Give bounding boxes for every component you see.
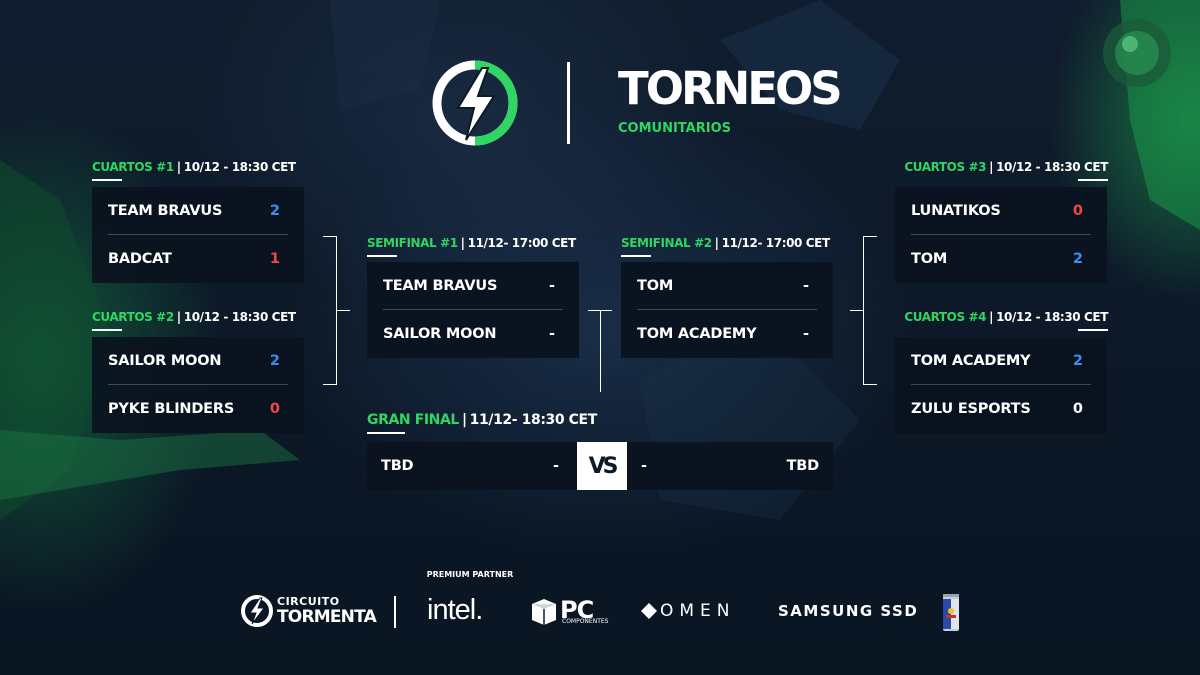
brand-subtitle: COMUNITARIOS [618, 121, 731, 136]
vs-badge: VS [577, 442, 627, 490]
team-score: 1 [269, 251, 280, 267]
team-row: PYKE BLINDERS 0 [92, 385, 304, 433]
team-row: TOM ACADEMY 2 [895, 337, 1107, 385]
connector-left-mid [336, 310, 350, 311]
omen-logo: OMEN [660, 601, 736, 621]
team-name: TOM [911, 251, 948, 267]
connector-left-top [323, 236, 337, 237]
quarterfinal-1-box: TEAM BRAVUS 2 BADCAT 1 [92, 187, 304, 283]
semifinal-1-box: TEAM BRAVUS - SAILOR MOON - [367, 262, 579, 358]
stage-label: CUARTOS #1 [92, 160, 174, 174]
footer-divider [394, 596, 396, 628]
final-right-box: - TBD [627, 442, 833, 490]
team-name: TOM ACADEMY [911, 353, 1031, 369]
circuito-tormenta-logo-icon [241, 595, 273, 627]
connector-right-bottom [863, 384, 877, 385]
team-score: - [802, 278, 809, 294]
team-row: TOM 2 [895, 235, 1107, 283]
team-row: TEAM BRAVUS - [367, 262, 579, 310]
team-name: LUNATIKOS [911, 203, 1001, 219]
quarterfinal-4-box: TOM ACADEMY 2 ZULU ESPORTS 0 [895, 337, 1107, 433]
team-row: ZULU ESPORTS 0 [895, 385, 1107, 433]
connector-right-mid [850, 310, 864, 311]
team-name: TOM [637, 278, 674, 294]
energy-drink-can-icon [943, 594, 959, 631]
stage-label: GRAN FINAL [367, 412, 459, 428]
quarterfinal-1-header: CUARTOS #1|10/12 - 18:30 CET [92, 160, 296, 181]
stage-label: CUARTOS #3 [904, 160, 987, 174]
team-score: 0 [269, 401, 280, 417]
team-name: SAILOR MOON [383, 326, 497, 342]
match-date: 10/12 - 18:30 CET [183, 310, 296, 324]
lightning-logo-icon [432, 60, 518, 146]
stage-label: SEMIFINAL #1 [367, 236, 458, 250]
team-row: LUNATIKOS 0 [895, 187, 1107, 235]
final-left-team: TBD [381, 458, 414, 474]
quarterfinal-4-header: CUARTOS #4|10/12 - 18:30 CET [904, 310, 1108, 331]
quarterfinal-3-header: CUARTOS #3|10/12 - 18:30 CET [904, 160, 1108, 181]
team-row: SAILOR MOON 2 [92, 337, 304, 385]
final-header: GRAN FINAL|11/12- 18:30 CET [367, 412, 598, 434]
brand-title: TORNEOS [618, 62, 843, 115]
tormenta-label: TORMENTA [277, 607, 377, 627]
connector-left-bottom [323, 384, 337, 385]
sphere-icon [1103, 19, 1171, 87]
partner-label: PREMIUM PARTNER [426, 570, 514, 579]
circuito-label: CIRCUITO [277, 595, 340, 608]
team-row: BADCAT 1 [92, 235, 304, 283]
connector-right-top [863, 236, 877, 237]
team-score: - [548, 326, 555, 342]
quarterfinal-3-box: LUNATIKOS 0 TOM 2 [895, 187, 1107, 283]
semifinal-2-box: TOM - TOM ACADEMY - [621, 262, 833, 358]
pc-componentes-box-icon [532, 599, 556, 625]
team-name: TEAM BRAVUS [108, 203, 223, 219]
semifinal-1-header: SEMIFINAL #1|11/12- 17:00 CET [367, 236, 577, 257]
samsung-ssd-logo: SAMSUNG SSD [778, 602, 919, 620]
team-score: 2 [269, 353, 280, 369]
connector-center-vertical [600, 310, 601, 392]
team-name: TOM ACADEMY [637, 326, 757, 342]
team-row: SAILOR MOON - [367, 310, 579, 358]
stage-label: CUARTOS #4 [904, 310, 987, 324]
match-date: 11/12- 17:00 CET [721, 236, 831, 250]
match-date: 11/12- 18:30 CET [469, 412, 598, 428]
team-name: ZULU ESPORTS [911, 401, 1031, 417]
final-right-score: - [641, 458, 648, 474]
team-score: 0 [1072, 401, 1083, 417]
final-left-score: - [552, 458, 559, 474]
omen-diamond-icon [641, 603, 657, 619]
stage-label: CUARTOS #2 [92, 310, 174, 324]
team-score: - [802, 326, 809, 342]
team-score: - [548, 278, 555, 294]
semifinal-2-header: SEMIFINAL #2|11/12- 17:00 CET [621, 236, 831, 257]
pc-componentes-sub: COMPONENTES [562, 618, 609, 625]
team-row: TEAM BRAVUS 2 [92, 187, 304, 235]
quarterfinal-2-header: CUARTOS #2|10/12 - 18:30 CET [92, 310, 296, 331]
team-score: 2 [1072, 353, 1083, 369]
team-row: TOM ACADEMY - [621, 310, 833, 358]
quarterfinal-2-box: SAILOR MOON 2 PYKE BLINDERS 0 [92, 337, 304, 433]
team-name: BADCAT [108, 251, 172, 267]
team-score: 2 [1072, 251, 1083, 267]
match-date: 10/12 - 18:30 CET [183, 160, 296, 174]
pc-componentes-logo: PC [560, 596, 594, 624]
match-date: 10/12 - 18:30 CET [996, 310, 1108, 324]
intel-logo: intel. [427, 594, 483, 626]
final-left-box: TBD - [367, 442, 577, 490]
team-name: SAILOR MOON [108, 353, 222, 369]
stage-label: SEMIFINAL #2 [621, 236, 712, 250]
team-name: PYKE BLINDERS [108, 401, 235, 417]
team-name: TEAM BRAVUS [383, 278, 498, 294]
team-row: TOM - [621, 262, 833, 310]
match-date: 11/12- 17:00 CET [467, 236, 577, 250]
match-date: 10/12 - 18:30 CET [996, 160, 1108, 174]
team-score: 2 [269, 203, 280, 219]
header-divider [567, 62, 570, 144]
final-right-team: TBD [786, 458, 820, 474]
team-score: 0 [1072, 203, 1083, 219]
